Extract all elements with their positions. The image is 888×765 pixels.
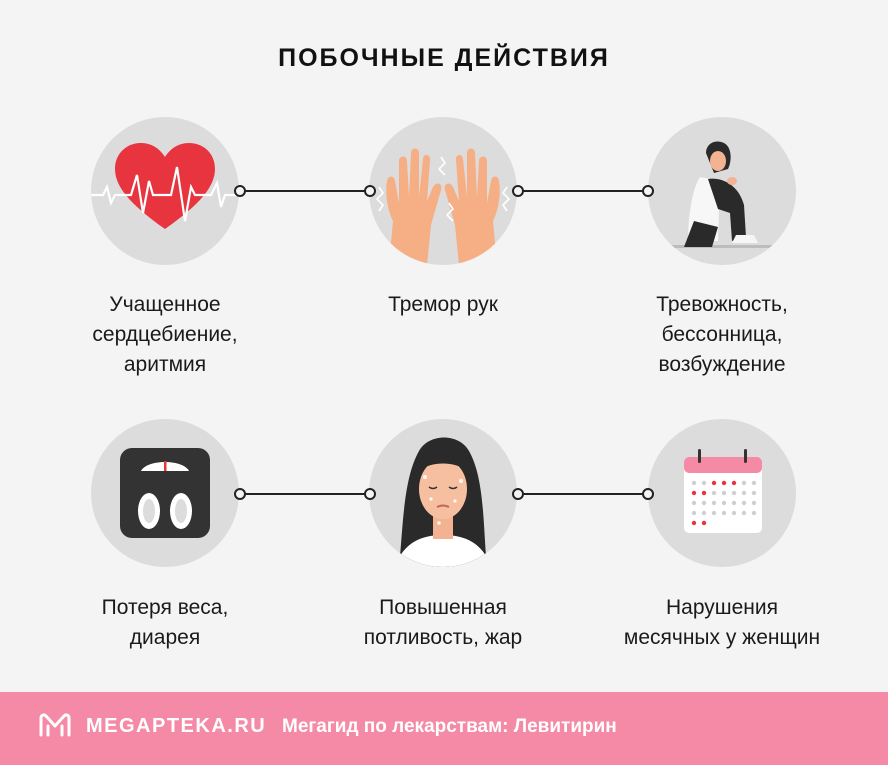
megapteka-logo-icon — [39, 713, 71, 737]
label-sweating: Повышенная потливость, жар — [363, 596, 523, 649]
scale-icon — [120, 448, 210, 538]
label-tremor: Тремор рук — [388, 293, 498, 316]
connector-3 — [234, 488, 376, 500]
trembling-hands-circle — [369, 117, 517, 265]
calendar-circle — [648, 419, 796, 567]
anxious-person-circle — [648, 117, 796, 265]
label-weight-loss: Потеря веса, диарея — [101, 596, 229, 649]
connector-2 — [512, 185, 654, 197]
anxious-person-icon — [668, 141, 778, 248]
sweating-woman-circle — [369, 419, 517, 567]
calendar-icon — [684, 449, 762, 533]
trembling-hands-icon — [375, 148, 511, 265]
sweating-woman-icon — [395, 437, 491, 567]
footer-tagline: Мегагид по лекарствам: Левитирин — [282, 716, 617, 737]
heartbeat-circle — [91, 117, 239, 265]
page-title: ПОБОЧНЫЕ ДЕЙСТВИЯ — [278, 44, 610, 72]
label-anxiety: Тревожность, бессонница, возбуждение — [656, 293, 788, 376]
scale-circle — [91, 419, 239, 567]
heartbeat-icon — [91, 143, 239, 229]
footer-bar: MEGAPTEKA.RU Мегагид по лекарствам: Леви… — [0, 692, 888, 765]
label-menstrual: Нарушения месячных у женщин — [623, 596, 821, 649]
label-heartbeat: Учащенное сердцебиение, аритмия — [92, 293, 238, 376]
connector-1 — [234, 185, 376, 197]
connector-4 — [512, 488, 654, 500]
brand-name[interactable]: MEGAPTEKA.RU — [86, 715, 267, 737]
